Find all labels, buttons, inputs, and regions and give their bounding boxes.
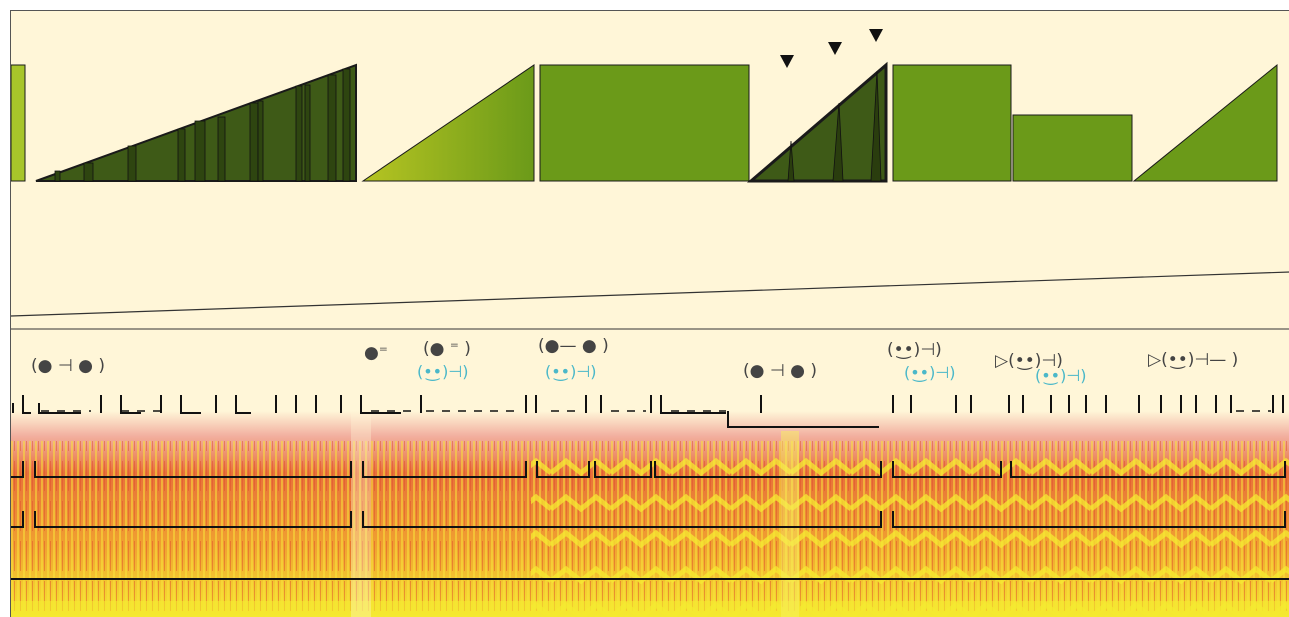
triangle-marker-icon <box>780 55 794 68</box>
smiley-glyph-icon: (•͜•)⊣) <box>887 340 942 360</box>
bracket-glyph-icon <box>11 511 1286 528</box>
triangle-marker-icon <box>828 42 842 55</box>
bar-segment <box>892 64 1012 182</box>
bar-segment <box>11 64 26 182</box>
circle-glyph-icon: (●— ● ) <box>538 336 609 356</box>
bracket-rows <box>11 395 1289 580</box>
bar-segment <box>1012 114 1133 182</box>
spectrogram <box>11 411 1289 617</box>
bar-segment <box>539 64 750 182</box>
smiley-glyph-icon: (•͜•)⊣) <box>417 362 469 382</box>
circle-glyph-icon: (● ⊣ ● ) <box>31 356 105 376</box>
ramp-segment <box>746 61 888 183</box>
triangle-markers <box>780 29 883 68</box>
notation-row: (● ⊣ ● ) ●⁼ (● ⁼ ) (●— ● ) (● ⊣ ● ) (•͜•… <box>31 336 1238 381</box>
dashed-rows <box>41 410 1271 428</box>
play-triangle-glyph-icon: ▷(•͜•)⊣) <box>995 351 1063 371</box>
notation-row-cyan: (•͜•)⊣) (•͜•)⊣) (•͜•)⊣) (•͜•)⊣) <box>417 362 1087 386</box>
tempo-line <box>11 271 1289 317</box>
music-analysis-canvas: (● ⊣ ● ) ●⁼ (● ⁼ ) (●— ● ) (● ⊣ ● ) (•͜•… <box>10 10 1289 617</box>
triangle-marker-icon <box>869 29 883 42</box>
circle-glyph-icon: (● ⁼ ) <box>423 339 471 359</box>
smiley-glyph-icon: (•͜•)⊣) <box>545 362 597 382</box>
ramp-inner-spikes <box>787 70 882 182</box>
ramp-segment <box>1132 63 1278 182</box>
circle-glyph-icon: ●⁼ <box>364 343 388 363</box>
play-triangle-glyph-icon: ▷(•͜•)⊣— ) <box>1148 350 1238 370</box>
ramp-segment <box>361 64 535 182</box>
smiley-glyph-icon: (•͜•)⊣) <box>904 363 956 383</box>
bracket-glyph-icon <box>12 395 1284 428</box>
segment-bars <box>11 61 1278 183</box>
bracket-glyph-icon <box>11 461 1286 478</box>
analysis-svg: (● ⊣ ● ) ●⁼ (● ⁼ ) (●— ● ) (● ⊣ ● ) (•͜•… <box>11 29 1289 617</box>
square-glyph-icon: (● ⊣ ● ) <box>743 361 817 381</box>
ramp-inner-bars <box>54 68 351 182</box>
smiley-glyph-icon: (•͜•)⊣) <box>1035 366 1087 386</box>
